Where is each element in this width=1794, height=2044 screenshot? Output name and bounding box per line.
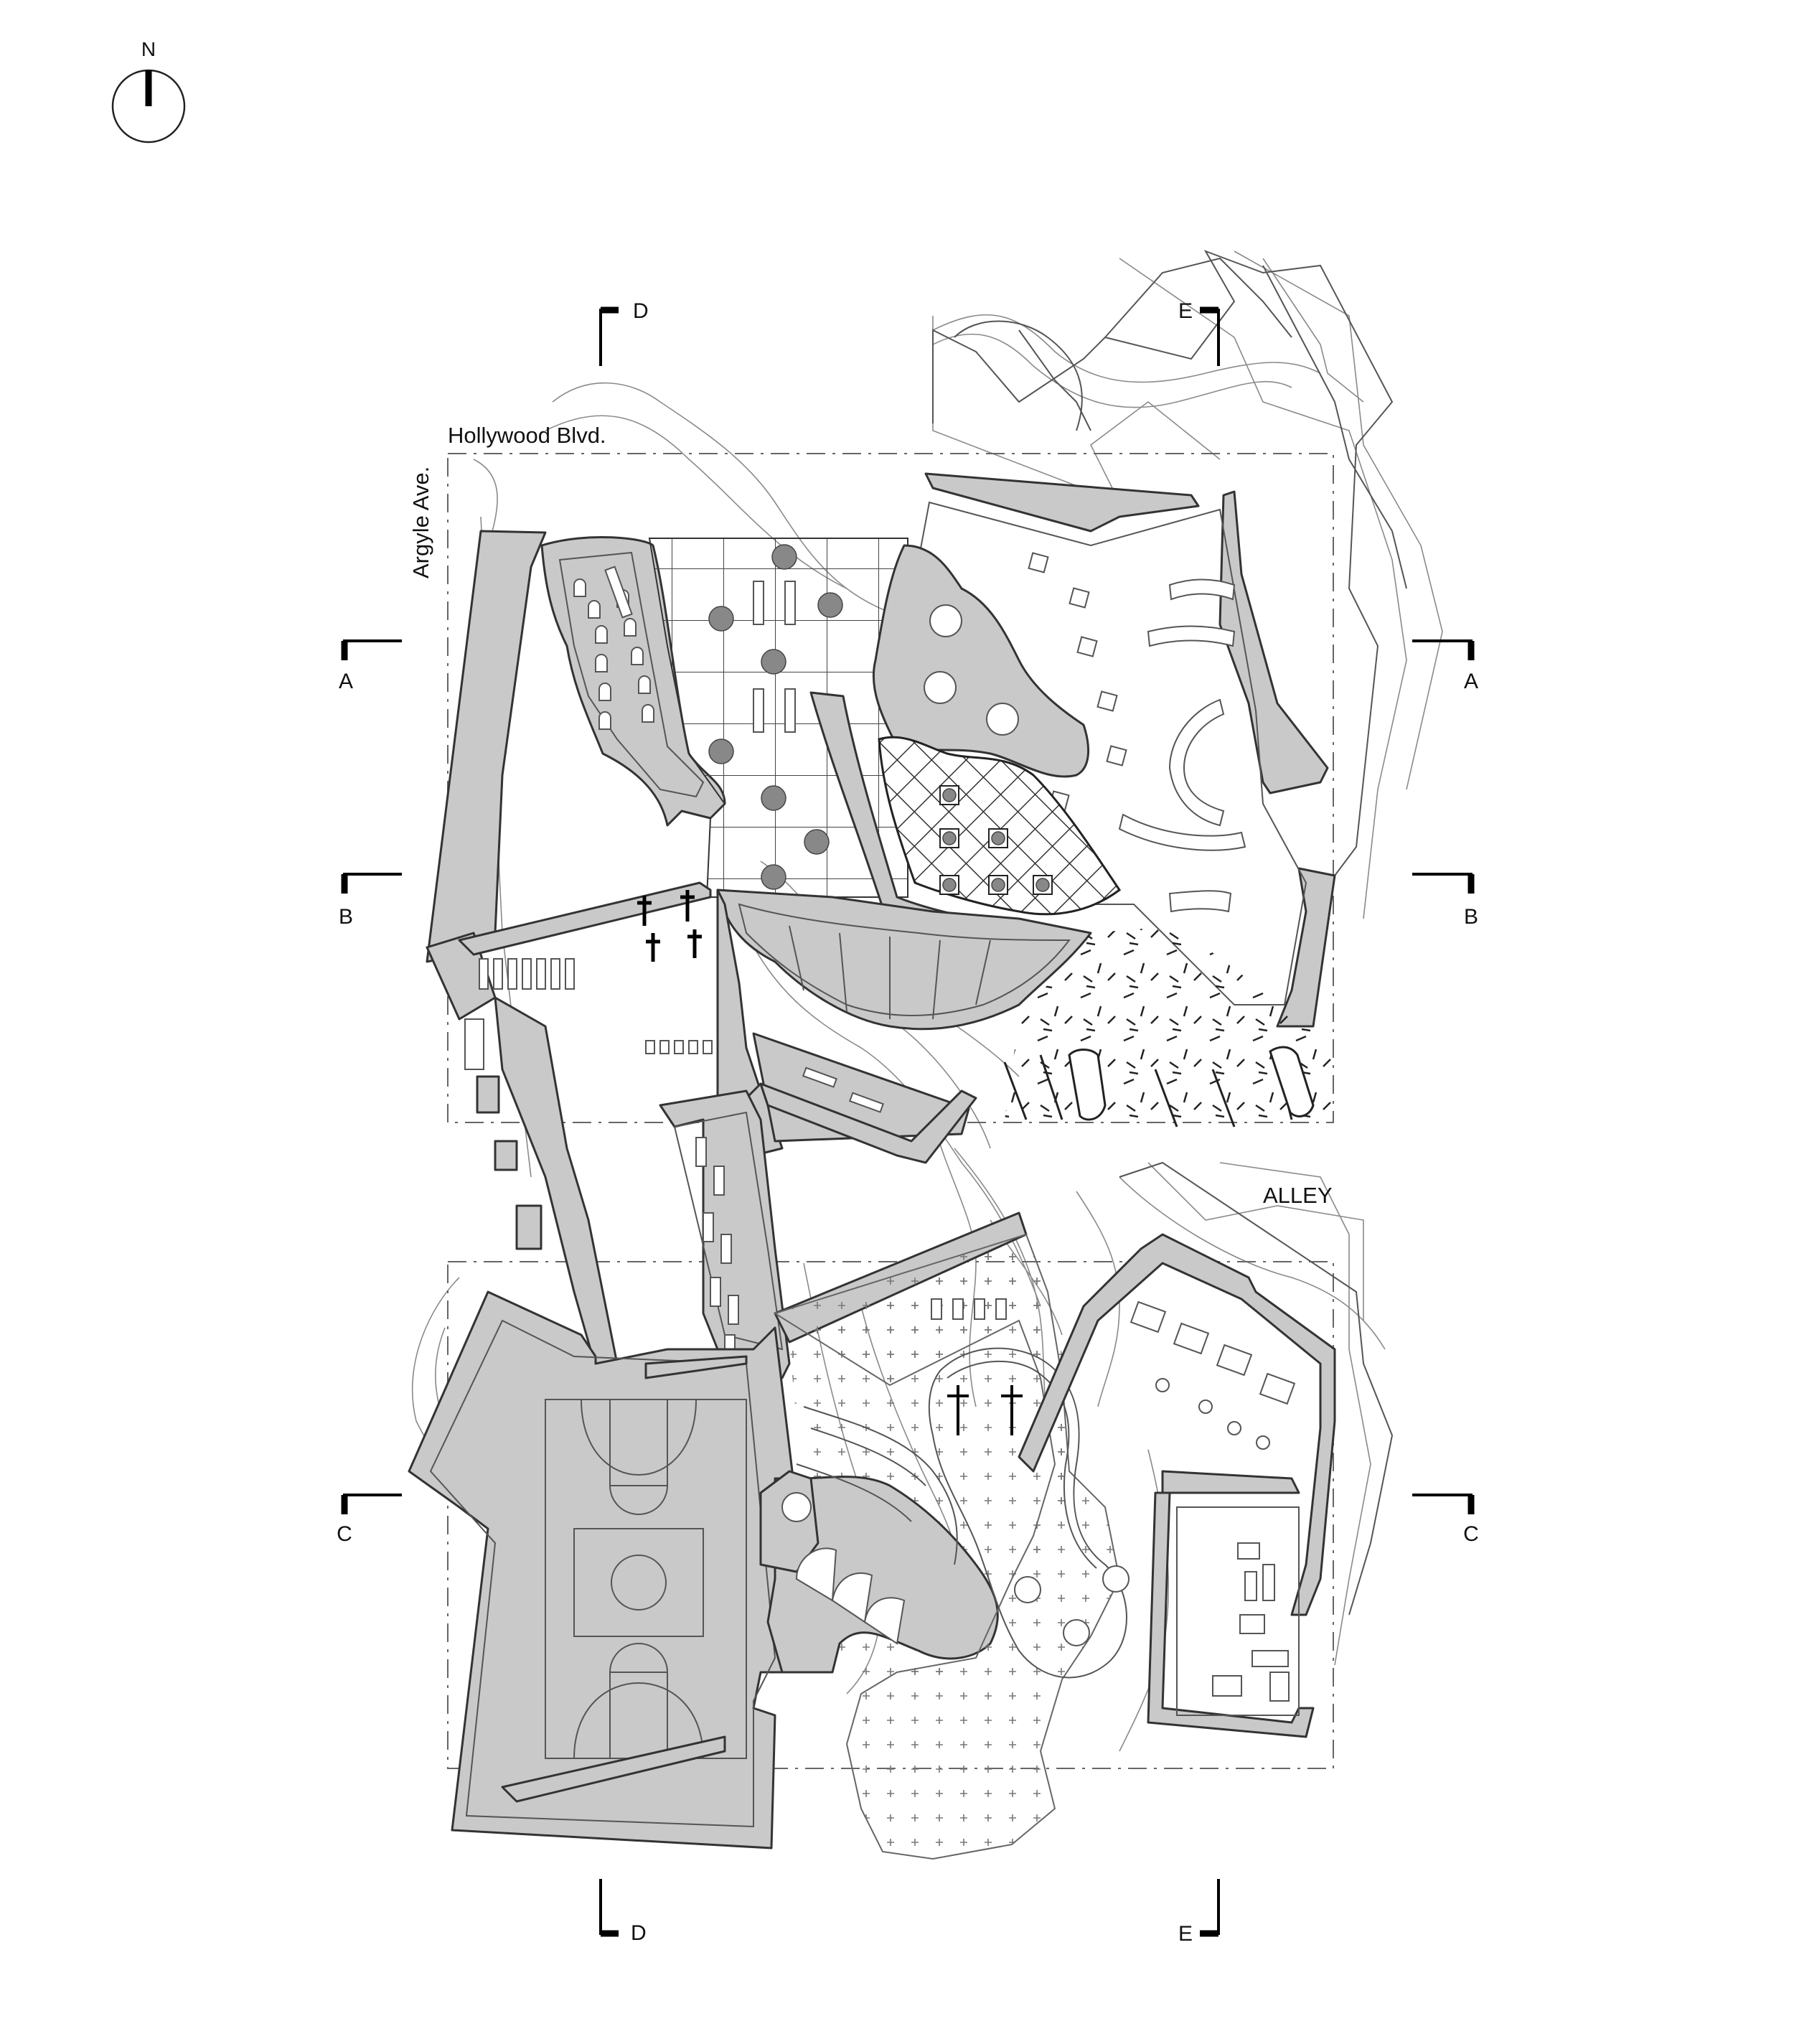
hatched-garden [809,691,1122,942]
street-labels: Hollywood Blvd. Argyle Ave. ALLEY [408,423,1333,1208]
lobby-tables [637,890,702,962]
section-label-c-left: C [337,1522,352,1546]
parked-car-1 [1068,1049,1107,1121]
section-label-d-bottom: D [631,1921,647,1945]
section-label-a-left: A [339,670,353,693]
section-marker-b-left: B [339,873,402,929]
section-marker-e-top: E [1178,299,1220,366]
amphitheatre-seats [795,1547,906,1645]
section-label-d-top: D [633,299,649,323]
cafe-tables [924,604,1019,736]
section-marker-c-left: C [337,1494,402,1546]
residence-upper-furniture [1130,1300,1296,1450]
north-label: N [141,38,156,60]
residential-unit [1018,1161,1394,1738]
section-label-c-right: C [1463,1522,1479,1546]
gymnasium [408,1290,819,1850]
alley-label: ALLEY [1263,1183,1333,1208]
northeast-pavilion [872,472,1336,1028]
northeast-landscape-volume [932,250,1407,876]
argyle-ave-label: Argyle Ave. [408,467,433,578]
section-label-b-right: B [1464,905,1478,929]
section-marker-e-bottom: E [1178,1879,1220,1946]
section-marker-a-right: A [1412,639,1478,693]
section-label-e-top: E [1178,299,1193,323]
auditorium-seats [573,566,654,730]
north-courtyard-grid [648,538,908,898]
section-label-b-left: B [339,905,353,929]
courtyard-trees [708,544,843,890]
parked-car-2 [1269,1046,1315,1117]
pavilion-small-tables [1028,552,1127,812]
bar-stools [645,1040,713,1054]
garden-plants [939,785,1053,895]
section-label-e-bottom: E [1178,1922,1193,1946]
hollywood-blvd-label: Hollywood Blvd. [448,423,606,448]
east-parking-plaza [1003,926,1335,1128]
section-marker-a-left: A [339,639,402,693]
section-label-a-right: A [1464,670,1478,693]
section-marker-d-top: D [599,299,649,366]
plaza-benches [931,1298,1007,1320]
north-arrow: N [111,38,186,144]
section-marker-c-right: C [1412,1494,1479,1546]
section-marker-b-right: B [1412,873,1478,929]
central-gallery [716,889,1092,1031]
residence-furniture [1212,1542,1290,1702]
lobby-seating [479,958,575,990]
section-marker-d-bottom: D [599,1879,647,1945]
lobby-connector [458,881,977,1164]
